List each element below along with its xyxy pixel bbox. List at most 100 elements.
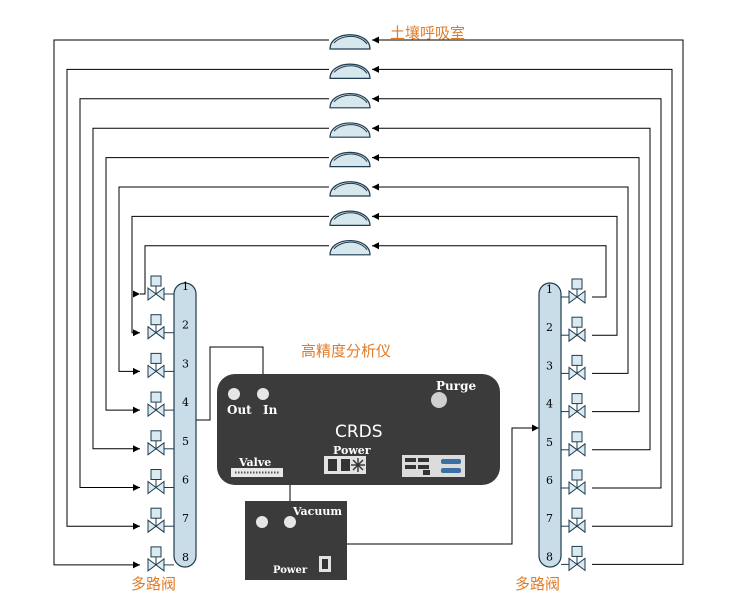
tube-left-loop xyxy=(79,98,329,488)
chamber-dome xyxy=(329,181,371,197)
valve-actuator xyxy=(571,316,583,328)
solenoid-valve-icon xyxy=(568,469,586,495)
arrow-head xyxy=(133,406,140,414)
soil-chamber-icon xyxy=(329,181,371,197)
valve-actuator xyxy=(150,352,162,364)
arrow-head xyxy=(133,367,140,375)
arrow-head xyxy=(372,183,379,191)
arrow-head xyxy=(133,290,140,298)
purge-label: Purge xyxy=(436,379,476,393)
pump-outlet-icon xyxy=(284,516,296,528)
chamber-inner-line xyxy=(333,65,368,74)
solenoid-valve-icon xyxy=(147,314,165,340)
manifold-port-number: 3 xyxy=(182,357,189,370)
serial-port-icon xyxy=(441,459,461,464)
tube-right-loop xyxy=(372,215,618,336)
arrow-head xyxy=(133,484,140,491)
arrow-head xyxy=(372,124,379,132)
right-manifold-title: 多路阀 xyxy=(515,575,560,593)
solenoid-valve-icon xyxy=(568,316,586,343)
valve-actuator xyxy=(150,430,162,442)
solenoid-valve-icon xyxy=(568,545,586,572)
tube-right-loop xyxy=(372,39,684,565)
soil-chamber-icon xyxy=(329,63,371,79)
solenoid-valve-icon xyxy=(568,393,586,419)
tube-left-loop xyxy=(92,127,329,450)
vacuum-label: Vacuum xyxy=(292,505,342,518)
valve-actuator xyxy=(571,545,583,557)
valve-actuator xyxy=(150,275,162,287)
solenoid-valve-icon xyxy=(147,430,165,456)
analyzer-title: 高精度分析仪 xyxy=(301,342,391,360)
soil-chamber-icon xyxy=(329,93,371,109)
chamber-inner-line xyxy=(333,212,368,221)
chamber-inner-line xyxy=(333,153,368,162)
left-manifold-body xyxy=(173,282,197,568)
usb-port-icon xyxy=(418,458,429,462)
valve-actuator xyxy=(571,278,583,290)
chamber-inner-line xyxy=(333,35,368,45)
solenoid-valve-icon xyxy=(568,278,586,304)
tube-right-loop xyxy=(372,157,640,413)
valve-actuator xyxy=(571,393,583,405)
chamber-dome xyxy=(329,122,371,138)
arrow-head xyxy=(372,65,379,73)
chamber-dome xyxy=(329,93,371,109)
usb-port-icon xyxy=(418,465,429,469)
chamber-inner-line xyxy=(333,182,368,192)
analyzer-power-label: Power xyxy=(333,444,371,457)
valve-label: Valve xyxy=(238,456,271,469)
usb-port-icon xyxy=(405,465,416,469)
in-port-icon xyxy=(257,388,269,400)
manifold-port-number: 8 xyxy=(546,550,553,563)
tube-right-loop xyxy=(372,186,629,374)
ethernet-port-icon xyxy=(423,470,430,475)
manifold-port-number: 2 xyxy=(546,321,553,334)
soil-chamber-icon xyxy=(329,210,371,226)
left-manifold-title: 多路阀 xyxy=(131,575,176,593)
fan-icon xyxy=(351,458,365,472)
arrow-head xyxy=(133,522,140,530)
tube-left-loop xyxy=(66,68,329,527)
arrow-head xyxy=(372,212,379,220)
valve-actuator xyxy=(150,391,162,403)
tube-right-loop xyxy=(372,127,651,451)
solenoid-valve-icon xyxy=(147,352,165,379)
tube-left-loop xyxy=(118,186,329,372)
solenoid-valve-icon xyxy=(147,391,165,418)
chamber-dome xyxy=(329,63,371,79)
crds-analyzer: Out In Purge CRDS Power Valve xyxy=(217,374,500,485)
power-switch-icon xyxy=(328,459,337,471)
arrow-head xyxy=(372,95,379,103)
solenoid-valve-icon xyxy=(147,469,165,495)
tube-left-loop xyxy=(53,39,329,566)
soil-chamber-icon xyxy=(329,34,371,50)
solenoid-valve-icon xyxy=(568,354,586,381)
arrow-head xyxy=(372,36,379,44)
solenoid-valve-icon xyxy=(568,431,586,457)
manifold-port-number: 7 xyxy=(182,512,189,525)
tube-right-loop xyxy=(372,245,607,298)
pump-inlet-icon xyxy=(256,516,268,528)
right-manifold-body xyxy=(538,282,562,568)
arrow-head xyxy=(133,445,140,453)
manifold-port-number: 6 xyxy=(182,474,189,487)
usb-port-icon xyxy=(405,458,416,462)
solenoid-valve-icon xyxy=(568,507,586,534)
tube-manifold-to-analyzer xyxy=(196,346,264,421)
chamber-dome xyxy=(329,210,371,226)
valve-actuator xyxy=(150,314,162,326)
crds-brand: CRDS xyxy=(335,422,383,442)
pump-power-socket-inner xyxy=(322,559,328,569)
tube-right-loop xyxy=(372,68,673,527)
manifold-port-number: 4 xyxy=(546,398,553,411)
arrow-head xyxy=(133,561,140,569)
vacuum-pump: Vacuum Power xyxy=(245,501,347,580)
valve-actuator xyxy=(571,507,583,519)
valve-actuator xyxy=(571,354,583,366)
power-socket-icon xyxy=(341,459,350,471)
valve-actuator xyxy=(150,507,162,519)
